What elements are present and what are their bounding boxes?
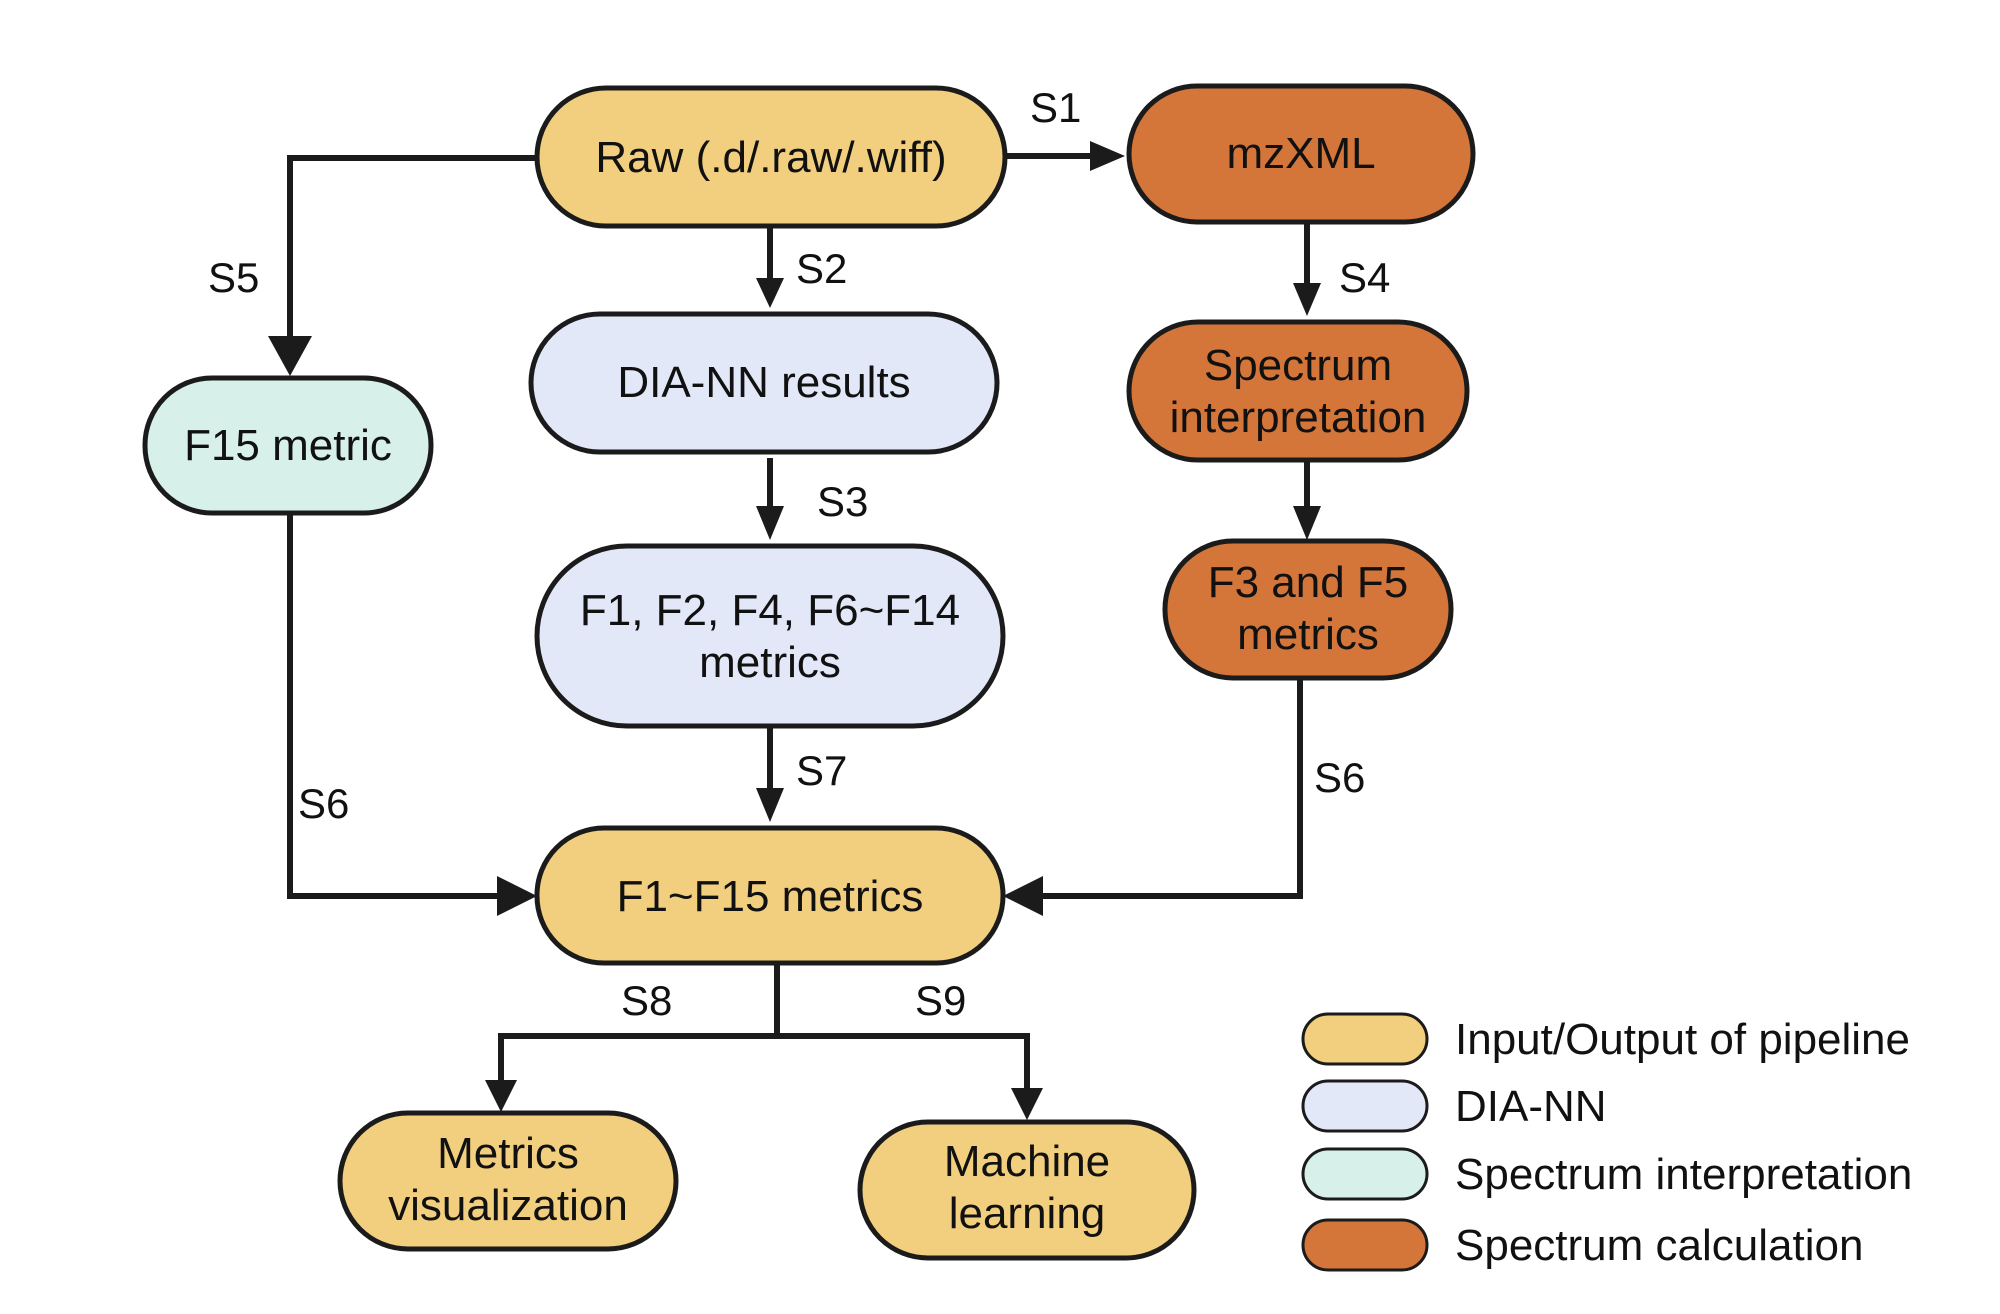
arrowhead-s6-right [1003,876,1043,916]
legend-swatch-dia [1301,1079,1429,1133]
arrowhead-s2 [756,278,784,308]
label-mzxml: mzXML [1226,129,1375,178]
node-f15-metric [142,375,434,516]
legend-swatch-calc [1301,1218,1429,1272]
step-s2: S2 [796,245,847,292]
node-metrics-visualization [337,1110,679,1252]
label-f-metrics-line2: metrics [699,638,841,687]
arrowhead-s4 [1293,283,1321,316]
label-raw: Raw (.d/.raw/.wiff) [595,133,946,182]
step-s3: S3 [817,478,868,525]
node-dia-nn-results [528,311,1000,455]
arrowhead-s8 [485,1080,517,1112]
legend-label-interp: Spectrum interpretation [1455,1150,1912,1199]
label-spectrum-interpretation-line1: Spectrum [1204,341,1392,390]
connectors [287,153,1310,1090]
node-f-metrics [534,543,1006,729]
arrowheads [268,141,1321,1120]
legend-label-dia: DIA-NN [1455,1082,1607,1131]
label-f15-metric: F15 metric [184,421,392,470]
label-f3-f5-metrics-line2: metrics [1237,610,1379,659]
legend: Input/Output of pipeline DIA-NN Spectrum… [1301,1012,1912,1272]
step-s4: S4 [1339,254,1390,301]
legend-label-io: Input/Output of pipeline [1455,1015,1910,1064]
node-machine-learning [857,1119,1197,1261]
step-s6-right: S6 [1314,754,1365,801]
step-s9: S9 [915,977,966,1024]
label-machine-learning-line1: Machine [944,1137,1110,1186]
legend-swatch-io [1301,1012,1429,1066]
edge-branch-to-viz [498,1033,777,1082]
label-f3-f5-metrics-line1: F3 and F5 [1208,558,1409,607]
edge-raw-to-f15 [287,155,537,338]
step-s6-left: S6 [298,780,349,827]
arrowhead-interp [1293,506,1321,540]
step-s8: S8 [621,977,672,1024]
node-mzxml [1126,83,1476,225]
label-dia-nn-results: DIA-NN results [617,358,910,407]
node-f1-f15-metrics [534,825,1006,966]
label-spectrum-interpretation-line2: interpretation [1170,393,1427,442]
node-raw [534,85,1008,229]
step-s7: S7 [796,747,847,794]
edge-f3f5-to-final [1043,680,1303,899]
step-s5: S5 [208,254,259,301]
label-f-metrics-line1: F1, F2, F4, F6~F14 [580,586,960,635]
legend-label-calc: Spectrum calculation [1455,1221,1863,1270]
label-metrics-visualization-line1: Metrics [437,1129,579,1178]
arrowhead-s3 [756,506,784,540]
arrowhead-s5 [268,336,312,376]
edge-branch-to-ml [777,1033,1030,1090]
node-labels: Raw (.d/.raw/.wiff) mzXML DIA-NN results… [184,129,1426,1238]
label-f1-f15-metrics: F1~F15 metrics [617,872,924,921]
legend-swatch-interp [1301,1147,1429,1201]
arrowhead-s6-left [497,876,537,916]
arrowhead-s9 [1011,1088,1043,1120]
step-s1: S1 [1030,84,1081,131]
edge-f15-to-final [287,515,497,899]
label-machine-learning-line2: learning [949,1189,1106,1238]
arrowhead-s1 [1090,141,1125,171]
node-f3-f5-metrics [1162,538,1454,681]
arrowhead-s7 [756,788,784,822]
nodes [142,83,1476,1261]
node-spectrum-interpretation [1126,319,1470,463]
label-metrics-visualization-line2: visualization [388,1181,628,1230]
step-labels: S1 S2 S3 S4 S5 S6 S6 S7 S8 S9 [208,84,1390,1024]
